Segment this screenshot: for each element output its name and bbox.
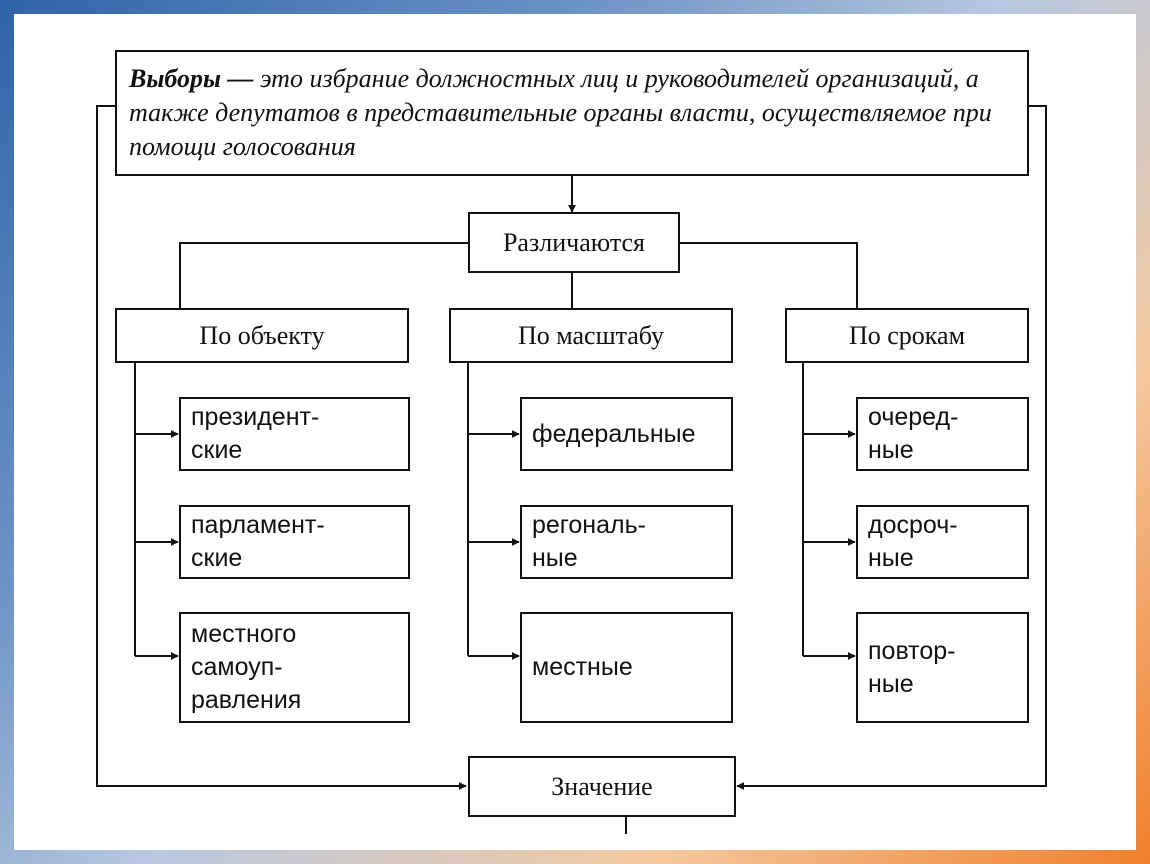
differ-box: Различаются <box>468 212 680 273</box>
item-parliamentary: парламент- ские <box>179 505 410 579</box>
arrow-left-to-meaning <box>96 105 467 790</box>
item-regular: очеред- ные <box>856 397 1029 471</box>
arrow-right-to-meaning <box>736 105 1047 790</box>
item-early: досроч- ные <box>856 505 1029 579</box>
line-to-by-object <box>179 242 468 308</box>
item-regional: регональ- ные <box>520 505 733 579</box>
item-federal: федеральные <box>520 397 733 471</box>
item-repeat: повтор- ные <box>856 612 1029 723</box>
category-by-object: По объекту <box>115 308 409 363</box>
definition-box: Выборы — это избрание должностных лиц и … <box>115 50 1029 176</box>
meaning-box: Значение <box>468 756 736 817</box>
item-local-self-government: местного самоуп- равления <box>179 612 410 723</box>
definition-text: это избрание должностных лиц и руководит… <box>129 64 992 161</box>
item-local: местные <box>520 612 733 723</box>
category-by-scale: По масштабу <box>449 308 733 363</box>
item-presidential: президент- ские <box>179 397 410 471</box>
line-to-by-period <box>680 242 858 308</box>
definition-term: Выборы — <box>129 64 254 93</box>
category-by-period: По срокам <box>785 308 1029 363</box>
